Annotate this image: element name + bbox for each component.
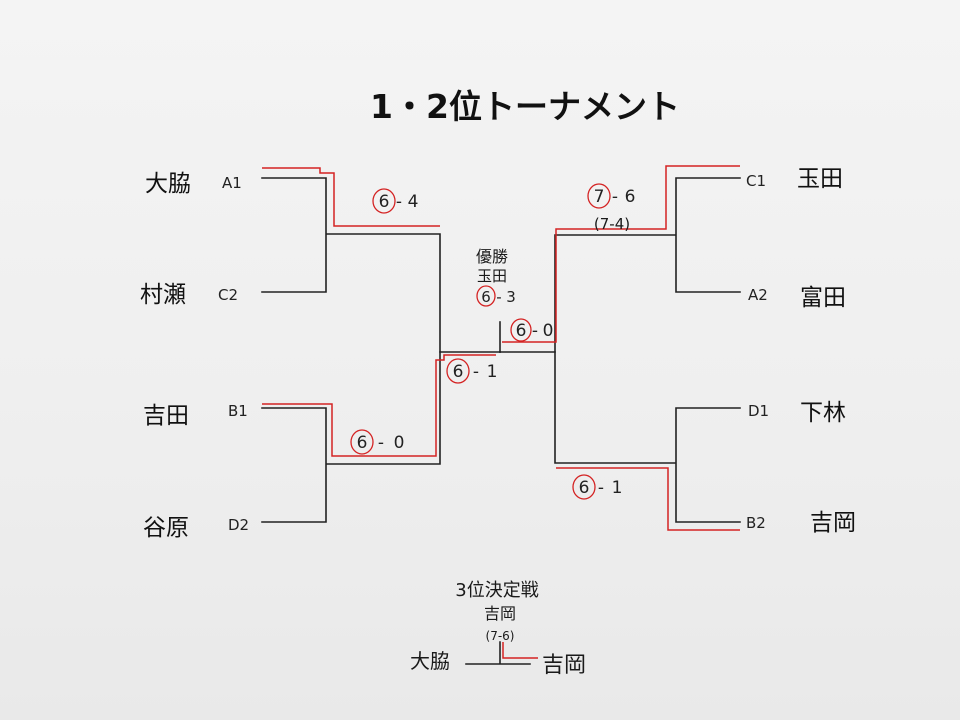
- match-score: 6 - 1: [572, 474, 623, 500]
- svg-text:0: 0: [394, 433, 405, 453]
- player-seed: A2: [748, 286, 768, 304]
- bracket-line: [261, 351, 441, 523]
- match-score: 6 - 0: [510, 318, 554, 342]
- svg-text:-: -: [612, 187, 618, 207]
- winner-circle: [587, 183, 611, 209]
- winner-circle: [572, 474, 596, 500]
- winner-circle: [476, 285, 496, 307]
- player-seed: D2: [228, 516, 249, 534]
- left-bracket: 大脇 A1 村瀬 C2 吉田 B1 谷原 D2 6 - 4 6 - 0 6: [140, 167, 501, 541]
- player-name: 吉岡: [542, 653, 586, 678]
- match-score: 6 - 1: [446, 358, 498, 384]
- svg-text:6: 6: [453, 362, 464, 382]
- bracket-line: [499, 177, 741, 353]
- svg-text:6: 6: [516, 321, 527, 341]
- svg-text:-: -: [396, 192, 402, 212]
- third-place-block: 3位決定戦 吉岡 (7-6) 大脇 吉岡: [410, 580, 586, 678]
- bracket-line: [465, 641, 531, 665]
- winner-path: [502, 642, 538, 659]
- player-seed: C1: [746, 172, 766, 190]
- player-seed: B2: [746, 514, 766, 532]
- right-bracket: C1 玉田 A2 富田 D1 下林 B2 吉岡 7 - 6 (7-4) 6 - …: [499, 165, 856, 536]
- player-name: 吉田: [143, 403, 189, 429]
- player-seed: B1: [228, 402, 248, 420]
- player-name: 大脇: [410, 649, 450, 673]
- final-block: 優勝 玉田 6 - 3: [476, 247, 516, 353]
- player-name: 富田: [800, 285, 846, 311]
- player-name: 玉田: [797, 166, 843, 192]
- tiebreak-score: (7-4): [594, 215, 630, 233]
- svg-text:7: 7: [594, 187, 605, 207]
- winner-circle: [446, 358, 470, 384]
- page-title: 1・2位トーナメント: [370, 87, 680, 126]
- svg-text:1: 1: [612, 478, 623, 498]
- svg-text:0: 0: [543, 321, 554, 341]
- player-name: 谷原: [143, 515, 189, 541]
- winner-path: [502, 165, 740, 343]
- third-place-score: (7-6): [486, 629, 515, 643]
- player-seed: C2: [218, 286, 238, 304]
- winner-circle: [350, 429, 374, 455]
- bracket-line: [554, 351, 741, 523]
- champion-label: 優勝: [476, 247, 508, 266]
- winner-path: [262, 167, 440, 227]
- winner-circle: [372, 188, 396, 214]
- svg-text:6: 6: [625, 187, 636, 207]
- svg-text:-: -: [496, 288, 501, 306]
- player-seed: A1: [222, 174, 242, 192]
- winner-path: [556, 467, 740, 531]
- svg-text:6: 6: [481, 288, 491, 306]
- third-place-winner: 吉岡: [484, 604, 516, 623]
- match-score: 6 - 0: [350, 429, 405, 455]
- svg-text:-: -: [473, 362, 479, 382]
- player-name: 下林: [800, 400, 846, 426]
- match-score: 6 - 4: [372, 188, 419, 214]
- svg-text:3: 3: [506, 288, 516, 306]
- bracket-line: [261, 177, 501, 353]
- svg-text:-: -: [532, 321, 538, 341]
- player-name: 吉岡: [810, 510, 856, 536]
- svg-text:4: 4: [408, 192, 419, 212]
- svg-text:1: 1: [487, 362, 498, 382]
- winner-path: [262, 354, 496, 457]
- svg-text:-: -: [378, 433, 384, 453]
- player-name: 大脇: [145, 171, 191, 197]
- svg-text:6: 6: [379, 192, 390, 212]
- player-seed: D1: [748, 402, 769, 420]
- winner-circle: [510, 318, 532, 342]
- third-place-label: 3位決定戦: [455, 580, 538, 601]
- match-score: 7 - 6 (7-4): [587, 183, 636, 233]
- svg-text:-: -: [598, 478, 604, 498]
- svg-text:6: 6: [357, 433, 368, 453]
- player-name: 村瀬: [140, 282, 186, 308]
- svg-text:6: 6: [579, 478, 590, 498]
- champion-name: 玉田: [477, 267, 507, 285]
